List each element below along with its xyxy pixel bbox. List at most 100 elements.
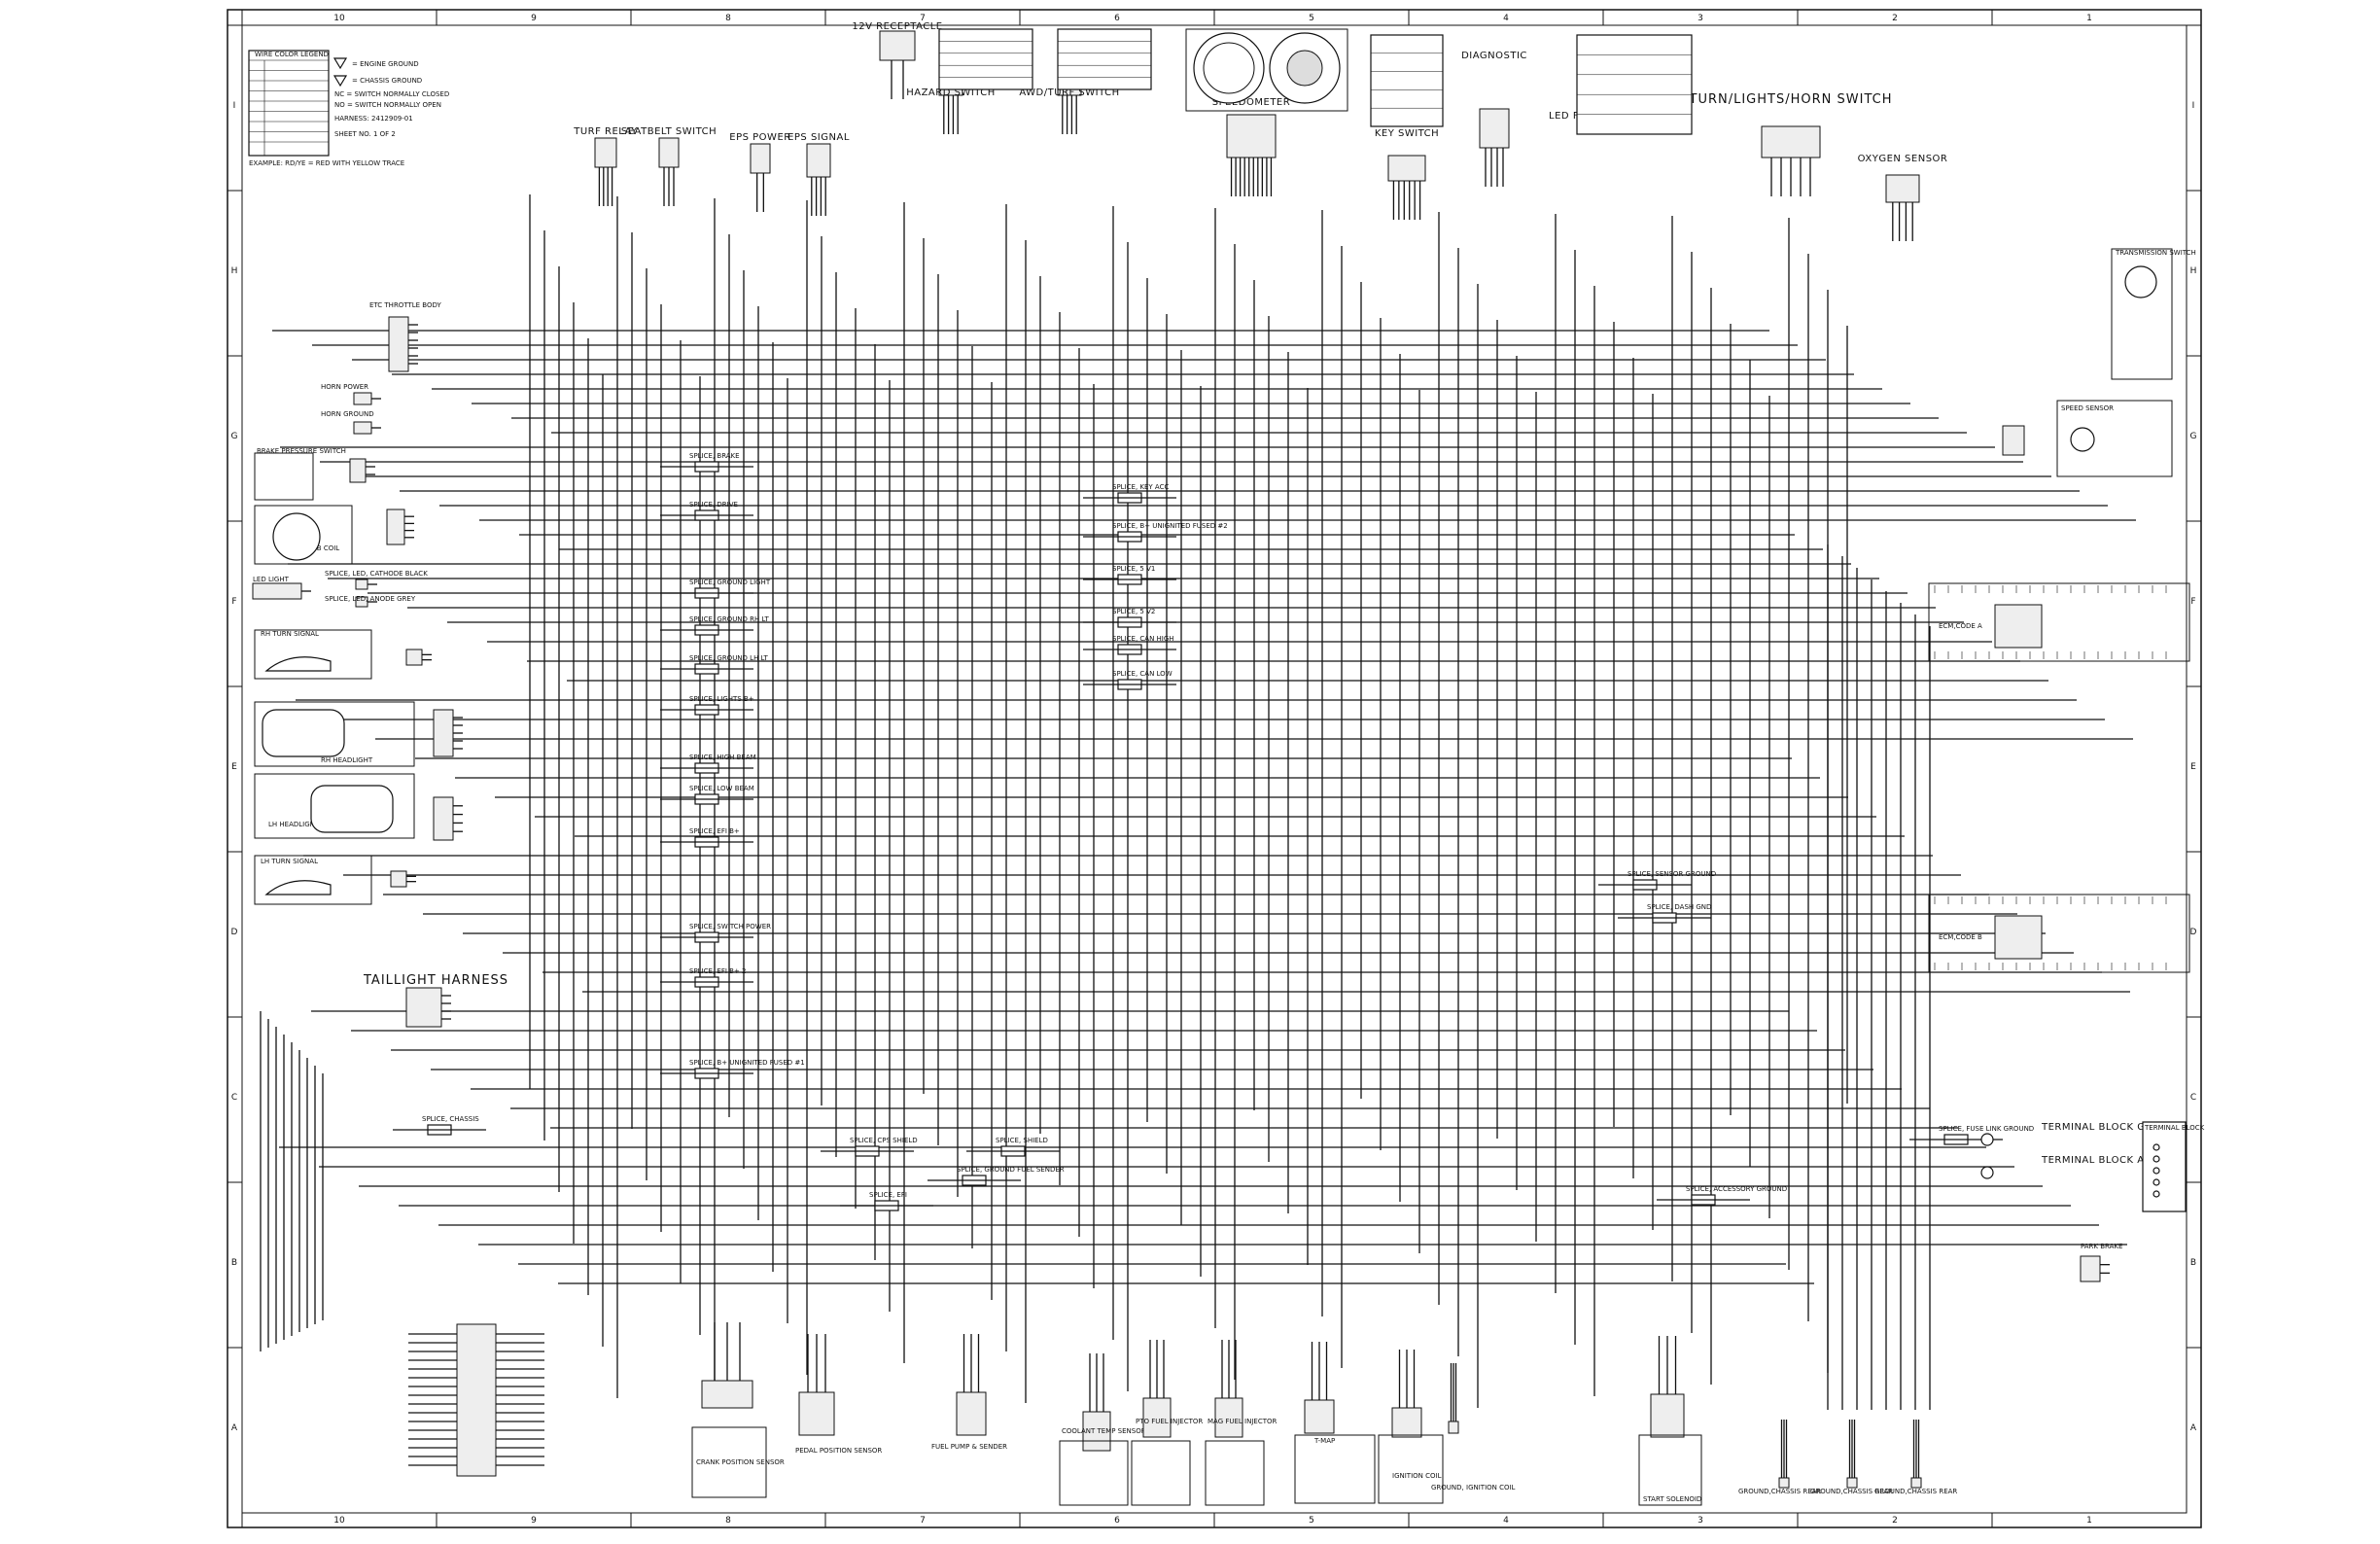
mag-injector: MAG FUEL INJECTOR [1208,1340,1278,1438]
splice-efi-b2-label: SPLICE, EFI B+ 2 [689,967,746,975]
start-solenoid-label: START SOLENOID [1643,1495,1701,1503]
row-label: B [2190,1258,2196,1268]
row-label: C [2190,1093,2196,1103]
horn-power-label: HORN POWER [321,383,368,391]
led-cathode: SPLICE, LED, CATHODE BLACK [325,570,428,590]
splice-ground-light: SPLICE, GROUND LIGHT [660,579,771,599]
row-label: A [2190,1423,2197,1433]
crank-position-label: CRANK POSITION SENSOR [696,1458,785,1466]
terminal-gnd-icon [1980,1133,1994,1146]
splice-switch-power-label: SPLICE, SWITCH POWER [689,923,771,930]
legend-sheet-no: SHEET NO. 1 OF 2 [334,130,396,138]
ignition-coil-frame [254,505,353,565]
lh-turn-lamp-icon [264,880,332,895]
column-label: 2 [1892,1516,1898,1526]
ecm-code-b-label: ECM,CODE B [1939,933,1982,941]
turf-relay: TURF RELAY [573,126,638,206]
terminal-block-acc: TERMINAL BLOCK ACC [1980,1155,2158,1179]
speedometer-gauges [1185,28,1348,112]
ground-chassis-rear-3-connector [1910,1477,1922,1489]
brake-switch-frame [254,452,314,501]
legend-note: EXAMPLE: RD/YE = RED WITH YELLOW TRACE [249,159,404,167]
splice-can-high: SPLICE, CAN HIGH [1083,635,1176,655]
splice-ground-light-label: SPLICE, GROUND LIGHT [689,579,771,586]
splice-5v-1-label: SPLICE, 5 V1 [1112,565,1155,573]
splice-key-acc: SPLICE, KEY ACC [1083,483,1176,504]
splice-efi-b: SPLICE, EFI B+ [660,827,753,848]
terminal-block-label: TERMINAL BLOCK [2144,1124,2205,1132]
switch-table-frame [1370,34,1444,127]
legend-harness: HARNESS: 2412909-01 [334,115,413,123]
rh-headlight-lamp-icon [262,709,345,757]
transmission-switch: TRANSMISSION SWITCH [2111,248,2196,380]
splice-ground-rh-lt: SPLICE, GROUND RH LT [660,615,769,636]
splice-can-low-label: SPLICE, CAN LOW [1112,670,1172,678]
speed-sensor-connector [2002,425,2025,456]
speed-sensor: SPEED SENSOR [2002,400,2173,477]
turn-lights-horn-switch: TURN/LIGHTS/HORN SWITCH [1689,92,1891,196]
row-label: H [231,266,238,276]
switch-function-table [1370,34,1444,127]
terminal-stud-icon [2152,1155,2160,1163]
speedometer-frame [1185,28,1348,112]
speedometer-inner-ring [1203,42,1255,94]
mag-injector-connector [1214,1397,1243,1438]
switch-table-frame [1576,34,1693,135]
oxygen-sensor-label: OXYGEN SENSOR [1858,154,1948,164]
row-label: I [2192,101,2195,111]
row-label: F [231,597,236,607]
splice-high-beam: SPLICE, HIGH BEAM [660,754,756,774]
ignition-coil-b: IGNITION COIL [1391,1350,1442,1480]
mag-frame [1205,1440,1265,1506]
ground-ignition-coil: GROUND, IGNITION COIL [1431,1363,1516,1491]
connector-housing [1226,114,1277,158]
column-label: 5 [1309,14,1314,23]
terminal-block-gnd: TERMINAL BLOCK GND [1980,1122,2160,1146]
terminal-stud-icon [2152,1178,2160,1186]
splice-low-beam-label: SPLICE, LOW BEAM [689,785,754,792]
throttle-body-label: ETC THROTTLE BODY [369,301,441,309]
row-label: H [2190,266,2197,276]
wire-color-legend: WIRE COLOR LEGEND = ENGINE GROUND = CHAS… [248,50,449,167]
connector-housing [433,709,454,757]
column-label: 5 [1309,1516,1314,1526]
hazard-switch-label: HAZARD SWITCH [906,88,996,98]
column-label: 1 [2086,1516,2092,1526]
chassis-ground-icon [332,75,348,88]
connector-housing [879,30,916,61]
engine-ground-icon [332,57,348,70]
column-label: 1 [2086,14,2092,23]
coolant-temp-connector [1082,1411,1111,1452]
rh-turn-signal: RH TURN SIGNAL [261,630,432,666]
speedometer: SPEEDOMETER [1212,97,1290,196]
terminal-block: TERMINAL BLOCK [2142,1121,2205,1212]
eps-signal-label: EPS SIGNAL [788,132,850,143]
splice-drive-label: SPLICE, DRIVE [689,501,738,509]
switch-function-table [1576,34,1693,135]
splice-accessory-ground: SPLICE, ACCESSORY GROUND [1657,1185,1787,1206]
terminal-stud-icon [2152,1167,2160,1175]
start-solenoid: START SOLENOID [1643,1336,1701,1503]
column-label: 10 [333,14,345,23]
crank-frame [691,1426,767,1498]
splice-can-low: SPLICE, CAN LOW [1083,670,1176,690]
inner-frame [241,24,2188,1514]
horn-ground: HORN GROUND [321,410,381,435]
tmap-label: T-MAP [1313,1437,1335,1445]
seatbelt-switch: SEATBELT SWITCH [621,126,717,206]
crank-position: CRANK POSITION SENSOR [696,1322,785,1466]
connector-housing [405,649,423,666]
connector-housing [806,143,831,178]
splice-ground-fuel: SPLICE, GROUND FUEL SENDER [928,1166,1065,1186]
taillight-harness: TAILLIGHT HARNESS [363,973,508,1028]
legend-no: NO = SWITCH NORMALLY OPEN [334,101,441,109]
splice-5v-1: SPLICE, 5 V1 [1083,565,1176,585]
led-anode: SPLICE, LED, ANODE GREY [325,595,416,608]
splice-cps-shield: SPLICE, CPS SHIELD [821,1137,918,1157]
park-brake: PARK BRAKE [2080,1243,2122,1282]
row-label: B [231,1258,237,1268]
transmission-switch-icon [2124,265,2157,298]
splice-drive: SPLICE, DRIVE [660,501,753,521]
